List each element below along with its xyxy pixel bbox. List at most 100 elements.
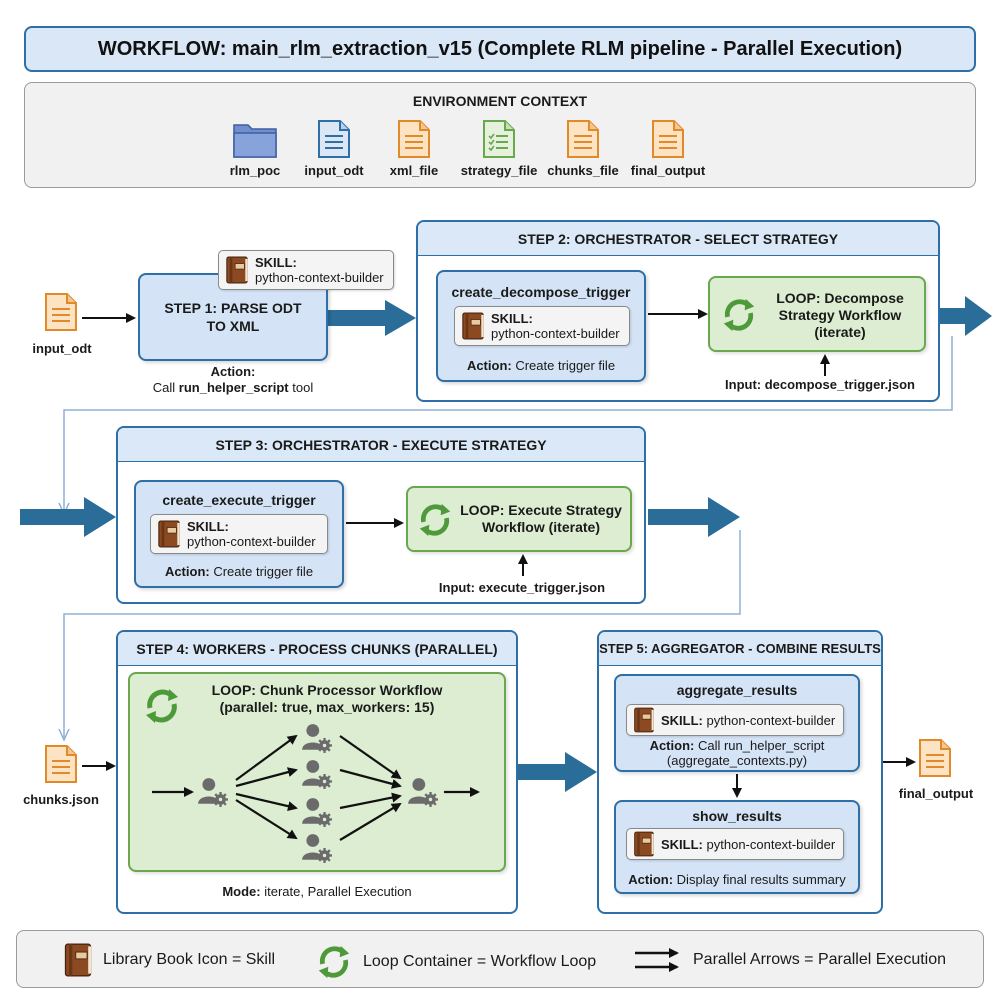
- step3-loop-text: LOOP: Execute Strategy Workflow (iterate…: [460, 502, 622, 535]
- arrow-step3-input: [518, 554, 528, 576]
- step5-task1-action: Action: Call run_helper_script (aggregat…: [616, 738, 858, 768]
- action-text: Create trigger file: [515, 358, 616, 373]
- skill-name: python-context-builder: [706, 836, 836, 852]
- step5-task1-title: aggregate_results: [676, 682, 798, 698]
- step3-task-title: create_execute_trigger: [162, 492, 316, 508]
- env-item-label: rlm_poc: [229, 163, 281, 178]
- final-output-file: [918, 738, 954, 783]
- step1-title: STEP 1: PARSE ODT TO XML: [164, 300, 302, 334]
- chunks-json-label: chunks.json: [23, 792, 99, 807]
- skill-label: SKILL:: [187, 519, 229, 534]
- legend-item-parallel: Parallel Arrows = Parallel Execution: [631, 943, 946, 977]
- environment-context: ENVIRONMENT CONTEXT rlm_poc input_odt xm…: [24, 82, 976, 188]
- worker-icon: [300, 758, 332, 790]
- step2-task-action: Action: Create trigger file: [438, 358, 644, 373]
- arrow-task1-to-task2: [732, 774, 742, 798]
- arrow-step2-input: [820, 354, 830, 376]
- book-icon: [63, 943, 93, 977]
- step5-task2-action: Action: Display final results summary: [616, 872, 858, 887]
- step4-header: STEP 4: WORKERS - PROCESS CHUNKS (PARALL…: [118, 632, 516, 666]
- input-odt-label: input_odt: [32, 341, 92, 356]
- book-icon: [633, 707, 655, 733]
- connector-step2-step3: [64, 336, 953, 512]
- skill-name: python-context-builder: [491, 326, 620, 341]
- skill-label: SKILL:: [661, 712, 703, 728]
- worker-icon: [300, 796, 332, 828]
- env-item-final-output: final_output: [623, 119, 713, 178]
- legend: Library Book Icon = Skill Loop Container…: [16, 930, 984, 988]
- loop-icon: [315, 943, 353, 981]
- big-arrow-step1-step2: [328, 300, 416, 336]
- skill-name: python-context-builder: [255, 270, 384, 285]
- loop-line1: LOOP: Chunk Processor Workflow: [211, 682, 443, 698]
- step3-task-action: Action: Create trigger file: [136, 564, 342, 579]
- worker-icon: [300, 832, 332, 864]
- loop-icon: [720, 296, 758, 334]
- step3-input-label: Input: execute_trigger.json: [438, 580, 606, 595]
- action-tool: run_helper_script: [178, 380, 289, 395]
- step1-action: Action: Call run_helper_script tool: [130, 364, 336, 396]
- step5-task2-skill: SKILL: python-context-builder: [626, 828, 844, 860]
- skill-label: SKILL:: [255, 255, 297, 270]
- step4-loop-box[interactable]: LOOP: Chunk Processor Workflow (parallel…: [128, 672, 506, 872]
- env-item-label: input_odt: [304, 163, 364, 178]
- book-icon: [633, 831, 655, 857]
- step2-task-title: create_decompose_trigger: [451, 284, 631, 300]
- step4-mode: Mode: iterate, Parallel Execution: [128, 884, 506, 899]
- book-icon: [225, 256, 249, 284]
- step3-header: STEP 3: ORCHESTRATOR - EXECUTE STRATEGY: [118, 428, 644, 462]
- worker-icon: [196, 776, 228, 808]
- skill-label: SKILL:: [491, 311, 533, 326]
- env-item-label: chunks_file: [547, 163, 619, 178]
- big-arrow-step2-out: [938, 296, 992, 336]
- legend-item-skill: Library Book Icon = Skill: [63, 943, 275, 977]
- env-item-rlm-poc: rlm_poc: [210, 119, 300, 178]
- action-label: Action:: [466, 358, 512, 373]
- legend-item-loop: Loop Container = Workflow Loop: [315, 943, 596, 981]
- workflow-title: WORKFLOW: main_rlm_extraction_v15 (Compl…: [24, 26, 976, 72]
- action-text: Call: [152, 380, 176, 395]
- env-item-input-odt: input_odt: [289, 119, 379, 178]
- step1-box[interactable]: STEP 1: PARSE ODT TO XML: [138, 273, 328, 361]
- action-text: Create trigger file: [213, 564, 314, 579]
- legend-parallel-text: Parallel Arrows = Parallel Execution: [693, 951, 947, 968]
- step1-skill: SKILL: python-context-builder: [218, 250, 394, 290]
- action-label: Action:: [649, 738, 695, 753]
- loop-line2: (parallel: true, max_workers: 15): [219, 699, 435, 715]
- action-suffix: tool: [292, 380, 314, 395]
- document-orange-icon: [44, 744, 78, 784]
- env-item-chunks-file: chunks_file: [538, 119, 628, 178]
- action-label: Action:: [164, 564, 210, 579]
- skill-name: python-context-builder: [187, 534, 316, 549]
- action-text: Call run_helper_script: [697, 738, 825, 753]
- env-item-label: xml_file: [389, 163, 439, 178]
- chunks-json-file: [44, 744, 80, 789]
- parallel-workers-diagram: [152, 722, 480, 864]
- final-output-label: final_output: [898, 786, 974, 801]
- loop-icon: [416, 501, 454, 539]
- env-item-label: final_output: [630, 163, 706, 178]
- big-arrow-step4-step5: [518, 752, 597, 792]
- env-item-strategy-file: strategy_file: [454, 119, 544, 178]
- legend-skill-text: Library Book Icon = Skill: [103, 951, 276, 968]
- step2-header: STEP 2: ORCHESTRATOR - SELECT STRATEGY: [418, 222, 938, 256]
- action-text-2: (aggregate_contexts.py): [666, 753, 808, 768]
- step2-input-label: Input: decompose_trigger.json: [725, 377, 915, 392]
- arrow-step3-task-to-loop: [346, 518, 404, 528]
- step3-loop-box[interactable]: LOOP: Execute Strategy Workflow (iterate…: [406, 486, 632, 552]
- worker-icon: [300, 722, 332, 754]
- book-icon: [461, 312, 485, 340]
- input-odt-file: [44, 292, 80, 337]
- mode-label: Mode:: [222, 884, 261, 899]
- step5-task2-title: show_results: [692, 808, 782, 824]
- step5-header: STEP 5: AGGREGATOR - COMBINE RESULTS: [599, 632, 881, 666]
- step4-loop-text: LOOP: Chunk Processor Workflow (parallel…: [190, 682, 464, 716]
- action-label: Action:: [210, 364, 256, 379]
- parallel-arrows-icon: [635, 948, 679, 972]
- big-arrow-into-step3: [20, 497, 116, 537]
- step2-loop-text: LOOP: Decompose Strategy Workflow (itera…: [776, 290, 904, 340]
- step2-loop-box[interactable]: LOOP: Decompose Strategy Workflow (itera…: [708, 276, 926, 352]
- skill-name: python-context-builder: [706, 712, 836, 728]
- skill-label: SKILL:: [661, 836, 703, 852]
